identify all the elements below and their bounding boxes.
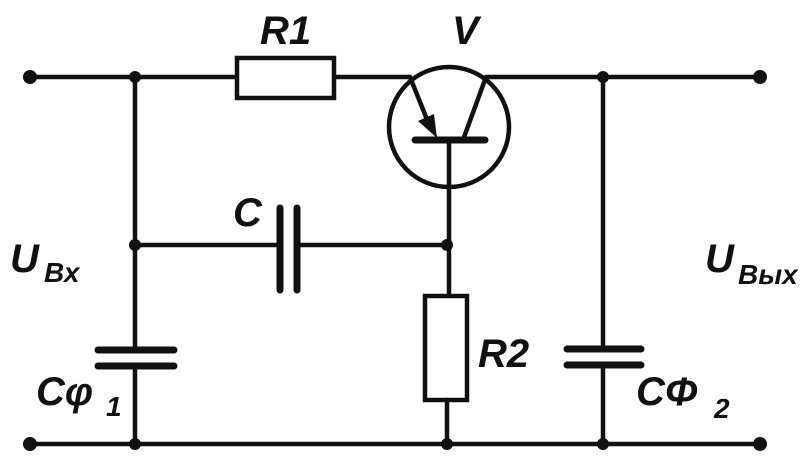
capacitor-c	[132, 204, 450, 294]
resistor-r2	[422, 293, 470, 447]
label-transistor-v: V	[452, 9, 482, 53]
resistor-r1	[234, 55, 337, 101]
label-r1: R1	[260, 9, 311, 53]
terminals	[23, 70, 767, 451]
label-cf1: Cφ 1	[36, 370, 122, 422]
label-u-in-main: U	[10, 237, 40, 281]
input-terminal-top	[23, 70, 37, 84]
label-cf2: CΦ 2	[636, 370, 730, 424]
label-cf2-main: CΦ	[636, 370, 698, 414]
output-terminal-top	[753, 70, 767, 84]
junctions	[129, 71, 609, 450]
label-capacitor-c: C	[233, 191, 263, 235]
label-u-in-sub: Вх	[44, 257, 81, 288]
label-u-in: U Вх	[10, 237, 81, 288]
label-cf1-main: Cφ	[36, 370, 93, 414]
emitter-arrow	[418, 114, 437, 138]
capacitor-cf2	[563, 74, 645, 447]
label-u-out: U Вых	[705, 237, 799, 290]
label-cf1-sub: 1	[106, 391, 122, 422]
output-terminal-bottom	[753, 437, 767, 451]
label-cf2-sub: 2	[713, 393, 730, 424]
input-terminal-bottom	[23, 437, 37, 451]
capacitor-cf1	[94, 346, 178, 370]
label-u-out-main: U	[705, 237, 735, 281]
label-u-out-sub: Вых	[738, 259, 799, 290]
label-r2: R2	[478, 332, 529, 376]
transistor-v	[386, 64, 512, 299]
